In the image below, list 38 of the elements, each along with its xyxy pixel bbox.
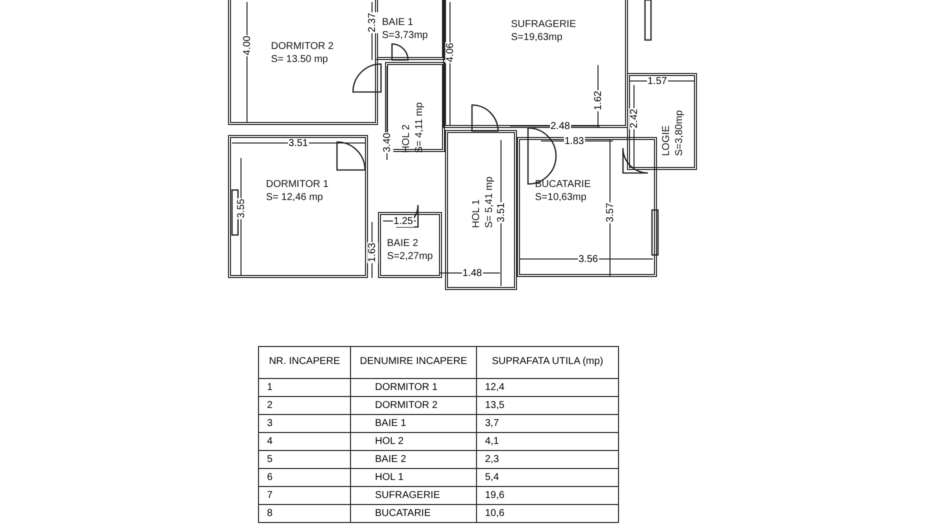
room-name: BAIE 2 <box>387 237 418 250</box>
dimension-label: 3.40 <box>382 131 393 153</box>
dimension-label: 4.00 <box>242 34 253 56</box>
area-label: S=19,63mp <box>511 31 562 44</box>
room-number: 8 <box>258 504 351 523</box>
area-label: S=3,73mp <box>382 29 428 42</box>
dimension-label: 2.42 <box>628 107 640 129</box>
area-label: S= 5,41 mp <box>483 176 496 228</box>
dimension-label: 1.83 <box>564 136 585 146</box>
dimension-label: 3.51 <box>288 138 309 148</box>
column-header: NR. INCAPERE <box>258 346 351 379</box>
area-label: S= 12,46 mp <box>266 191 323 204</box>
area-label: S=10,63mp <box>535 191 586 204</box>
dimension-label: 3.57 <box>604 201 616 223</box>
dimension-label: 1.63 <box>366 241 378 263</box>
dimension-label: 1.25 <box>392 216 414 226</box>
room-name: SUFRAGERIE <box>511 18 576 31</box>
dimension-label: 2.48 <box>550 120 571 132</box>
dimension-label: 1.62 <box>592 89 604 111</box>
area-value: 10,6 <box>476 504 619 523</box>
area-label: S= 4,11 mp <box>413 102 426 153</box>
area-label: S=3,80mp <box>673 110 686 156</box>
dimension-label: 3.51 <box>496 201 507 223</box>
room-name: BAIE 1 <box>382 16 414 29</box>
room-name: HOL 2 <box>400 124 413 153</box>
room-name: HOL 1 <box>470 199 483 228</box>
room-name: DORMITOR 1 <box>266 178 329 191</box>
area-label: S= 13.50 mp <box>271 53 328 66</box>
dimension-label: 1.48 <box>462 268 483 278</box>
dimension-label: 1.57 <box>646 76 668 86</box>
column-header: SUPRAFATA UTILA (mp) <box>476 346 619 379</box>
area-label: S=2,27mp <box>387 250 433 263</box>
dimension-label: 2.37 <box>366 11 378 33</box>
room-name: LOGIE <box>660 125 673 156</box>
room-name: BUCATARIE <box>535 178 591 191</box>
dimension-label: 4.06 <box>444 41 456 63</box>
room-name: DORMITOR 2 <box>271 40 334 53</box>
dimension-label: 3.56 <box>578 254 599 264</box>
